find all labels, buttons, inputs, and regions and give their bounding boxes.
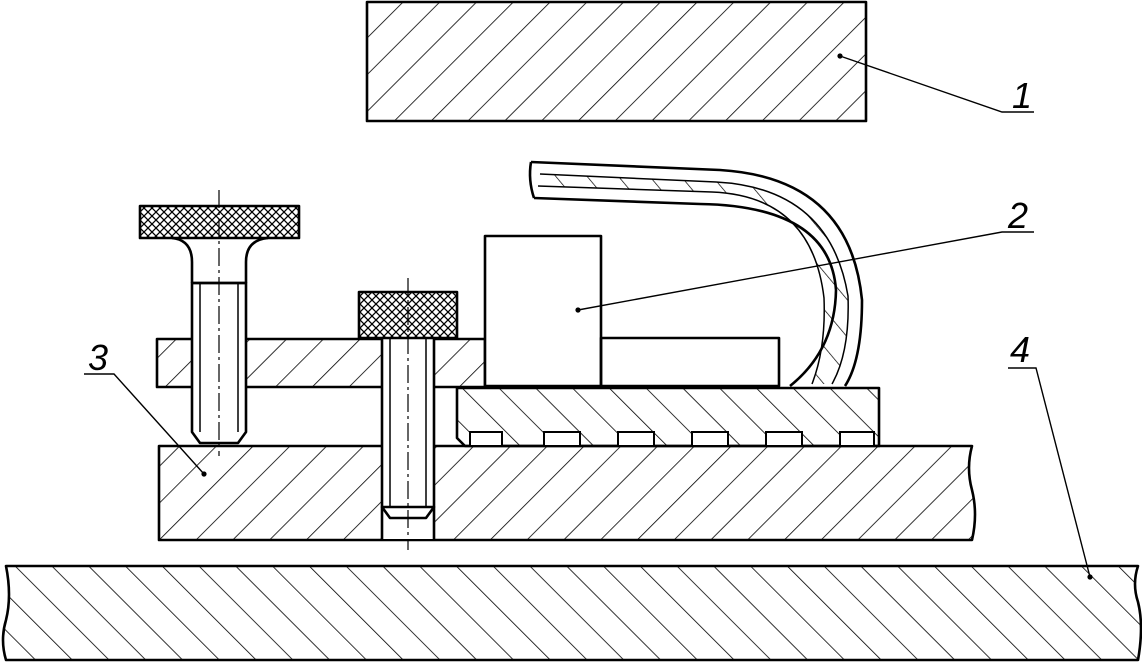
callout-2: 2 <box>575 195 1034 313</box>
lower-plate <box>157 444 977 542</box>
left-screw <box>138 190 301 456</box>
callout-label-4: 4 <box>1010 329 1030 370</box>
workpiece <box>483 234 781 388</box>
callout-label-3: 3 <box>88 337 108 378</box>
callout-3: 3 <box>84 337 207 477</box>
base-table <box>1 564 1142 662</box>
callout-1: 1 <box>837 53 1034 116</box>
upper-block <box>365 0 868 123</box>
clamp-block <box>455 386 881 448</box>
callout-4: 4 <box>1008 329 1093 580</box>
middle-screw <box>357 278 459 550</box>
callout-label-1: 1 <box>1012 75 1032 116</box>
callout-label-2: 2 <box>1007 195 1028 236</box>
bent-hook <box>528 160 864 388</box>
